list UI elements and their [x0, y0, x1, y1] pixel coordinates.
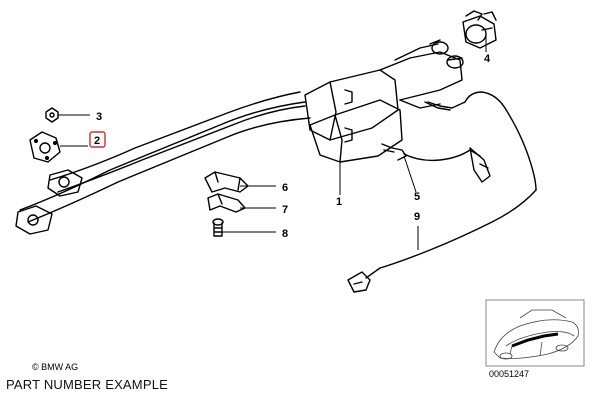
leader-lines: [58, 36, 487, 250]
callout-6: 6: [282, 182, 288, 194]
locator-thumbnail: [485, 299, 585, 367]
part-number-example-label: PART NUMBER EXAMPLE: [6, 377, 169, 392]
callout-8: 8: [282, 228, 288, 240]
flange-lower: [15, 205, 53, 235]
gasket-part-2: [29, 131, 61, 163]
callout-3: 3: [96, 111, 102, 123]
nut-part-3: [45, 107, 59, 123]
diagram-number: 00051247: [489, 369, 530, 379]
callout-9: 9: [414, 211, 420, 223]
callout-1: 1: [336, 196, 342, 208]
callout-5: 5: [414, 191, 420, 203]
callout-7: 7: [282, 204, 288, 216]
flange-upper: [47, 169, 83, 197]
bolt-part-8: [212, 218, 224, 237]
catalytic-converter-part-1: [19, 39, 464, 223]
clamp-part-4: [462, 10, 497, 49]
sensor-cable-part-9: [347, 91, 537, 293]
highlight-box: [89, 131, 106, 148]
bracket-part-7: [207, 193, 246, 213]
bracket-part-6: [204, 171, 249, 193]
oxygen-sensor-part-5: [381, 143, 491, 183]
copyright-text: © BMW AG: [32, 362, 79, 372]
callout-2: 2: [94, 135, 100, 147]
callout-4: 4: [484, 53, 491, 65]
